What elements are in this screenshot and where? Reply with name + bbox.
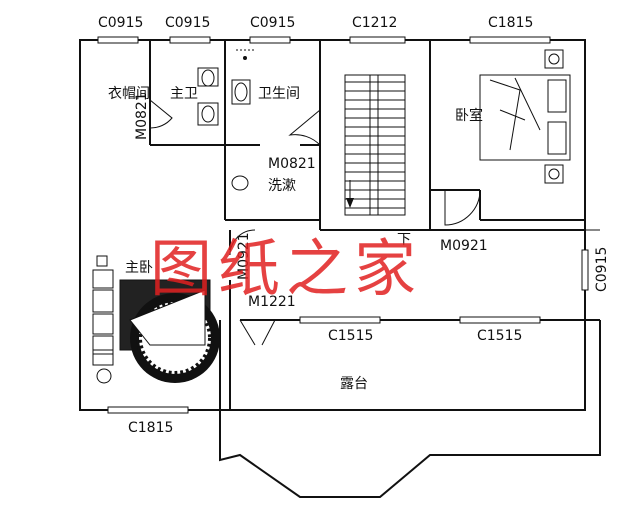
window-code-bottom-left: C1815 bbox=[128, 420, 173, 436]
bed-bedroom bbox=[479, 49, 571, 184]
door-code-washroom: M0821 bbox=[268, 156, 316, 172]
door-code-closet: M0821 bbox=[134, 92, 150, 140]
stair-arrow-label: 下 bbox=[397, 232, 411, 248]
window-code-bedroom: C1815 bbox=[488, 15, 533, 31]
staircase bbox=[344, 74, 406, 216]
window-code-top-2: C0915 bbox=[165, 15, 210, 31]
door-code-master: M0921 bbox=[236, 232, 252, 280]
room-label-washroom: 洗漱 bbox=[268, 178, 296, 194]
window-code-mid-left: C1515 bbox=[328, 328, 373, 344]
window-code-right-side: C0915 bbox=[594, 247, 610, 292]
window-code-stair: C1212 bbox=[352, 15, 397, 31]
master-bedroom-furniture bbox=[92, 255, 220, 384]
window-code-top-1: C0915 bbox=[98, 15, 143, 31]
outer-walls bbox=[79, 39, 601, 498]
bath-fixtures bbox=[197, 49, 255, 191]
watermark: 图纸之家 bbox=[150, 232, 422, 305]
door-code-balcony: M1221 bbox=[248, 294, 296, 310]
door-code-corridor: M0921 bbox=[440, 238, 488, 254]
room-label-bathroom: 卫生间 bbox=[258, 86, 300, 102]
window-code-mid-right: C1515 bbox=[477, 328, 522, 344]
room-label-bedroom: 卧室 bbox=[455, 107, 483, 124]
door-swings bbox=[149, 99, 481, 346]
window-code-top-3: C0915 bbox=[250, 15, 295, 31]
room-label-master-bath: 主卫 bbox=[170, 86, 198, 102]
top-windows bbox=[97, 36, 589, 414]
room-label-master-bedroom: 主卧 bbox=[125, 260, 153, 276]
room-label-closet: 衣帽间 bbox=[108, 86, 150, 102]
room-label-terrace: 露台 bbox=[340, 376, 368, 392]
